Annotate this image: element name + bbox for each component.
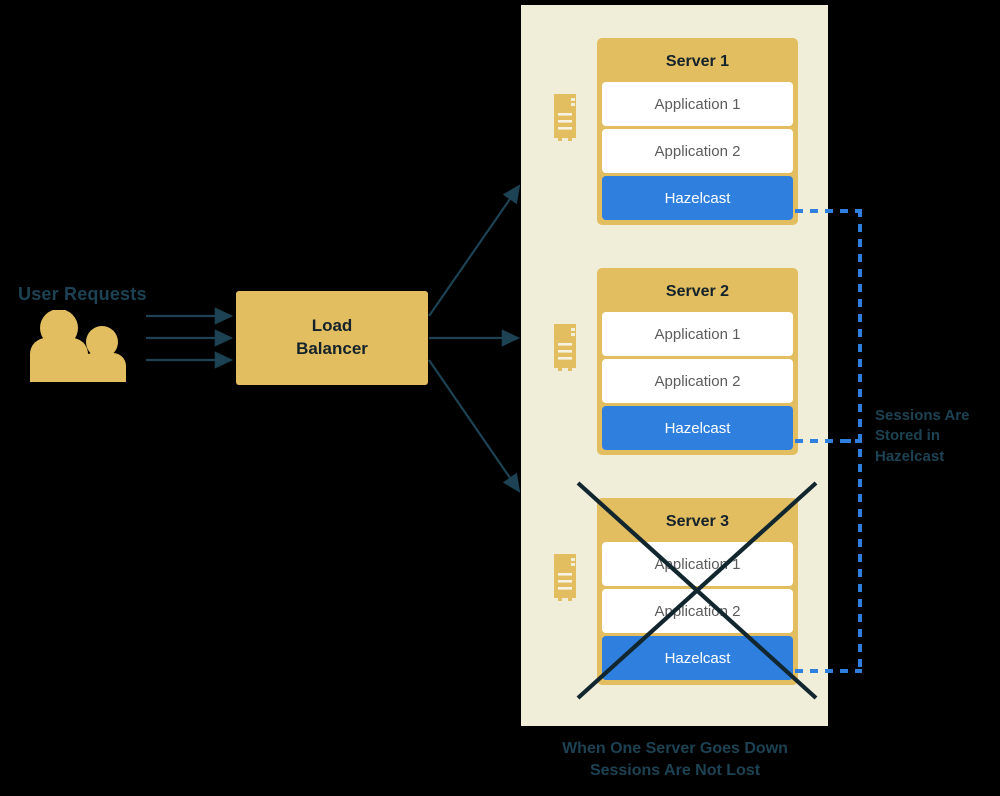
server-1-application-2[interactable]: Application 2 [602,129,793,173]
cluster-panel: Server 1 Application 1 Application 2 Haz… [521,5,828,726]
server-1-application-1[interactable]: Application 1 [602,82,793,126]
load-balancer-label-line2: Balancer [296,339,368,358]
server-3-title: Server 3 [665,513,730,530]
server-1-box[interactable]: Server 1 Application 1 Application 2 Haz… [597,38,798,225]
server-rack-icon [554,554,576,601]
server-3-application-2[interactable]: Application 2 [602,589,793,633]
load-balancer-label: Load Balancer [296,315,368,361]
server-1-hazelcast[interactable]: Hazelcast [602,176,793,220]
server-2-hazelcast[interactable]: Hazelcast [602,406,793,450]
server-2-box[interactable]: Server 2 Application 1 Application 2 Haz… [597,268,798,455]
server-2-group[interactable]: Server 2 Application 1 Application 2 Haz… [521,268,828,473]
bottom-caption: When One Server Goes Down Sessions Are N… [500,738,850,783]
server-3-group[interactable]: Server 3 Application 1 Application 2 Haz… [521,498,828,703]
bottom-caption-line2: Sessions Are Not Lost [589,762,761,780]
server-2-application-1[interactable]: Application 1 [602,312,793,356]
server-2-application-2[interactable]: Application 2 [602,359,793,403]
load-balancer-label-line1: Load [311,316,353,336]
server-3-application-1[interactable]: Application 1 [602,542,793,586]
server-3-box[interactable]: Server 3 Application 1 Application 2 Haz… [597,498,798,685]
server-rack-icon [554,94,576,141]
load-balancer-box[interactable]: Load Balancer [236,291,428,385]
server-rack-icon [554,324,576,371]
user-requests-label: User Requests [18,284,147,304]
lb-to-servers-arrows [428,184,521,493]
server-3-hazelcast[interactable]: Hazelcast [602,636,793,680]
user-to-lb-arrows [146,307,234,369]
users-icon [30,310,126,382]
bottom-caption-line1: When One Server Goes Down [562,740,788,757]
server-1-group[interactable]: Server 1 Application 1 Application 2 Haz… [521,38,828,243]
server-1-title: Server 1 [665,53,730,70]
sessions-stored-note: Sessions Are Stored in Hazelcast [875,407,970,465]
server-2-title: Server 2 [665,283,730,300]
